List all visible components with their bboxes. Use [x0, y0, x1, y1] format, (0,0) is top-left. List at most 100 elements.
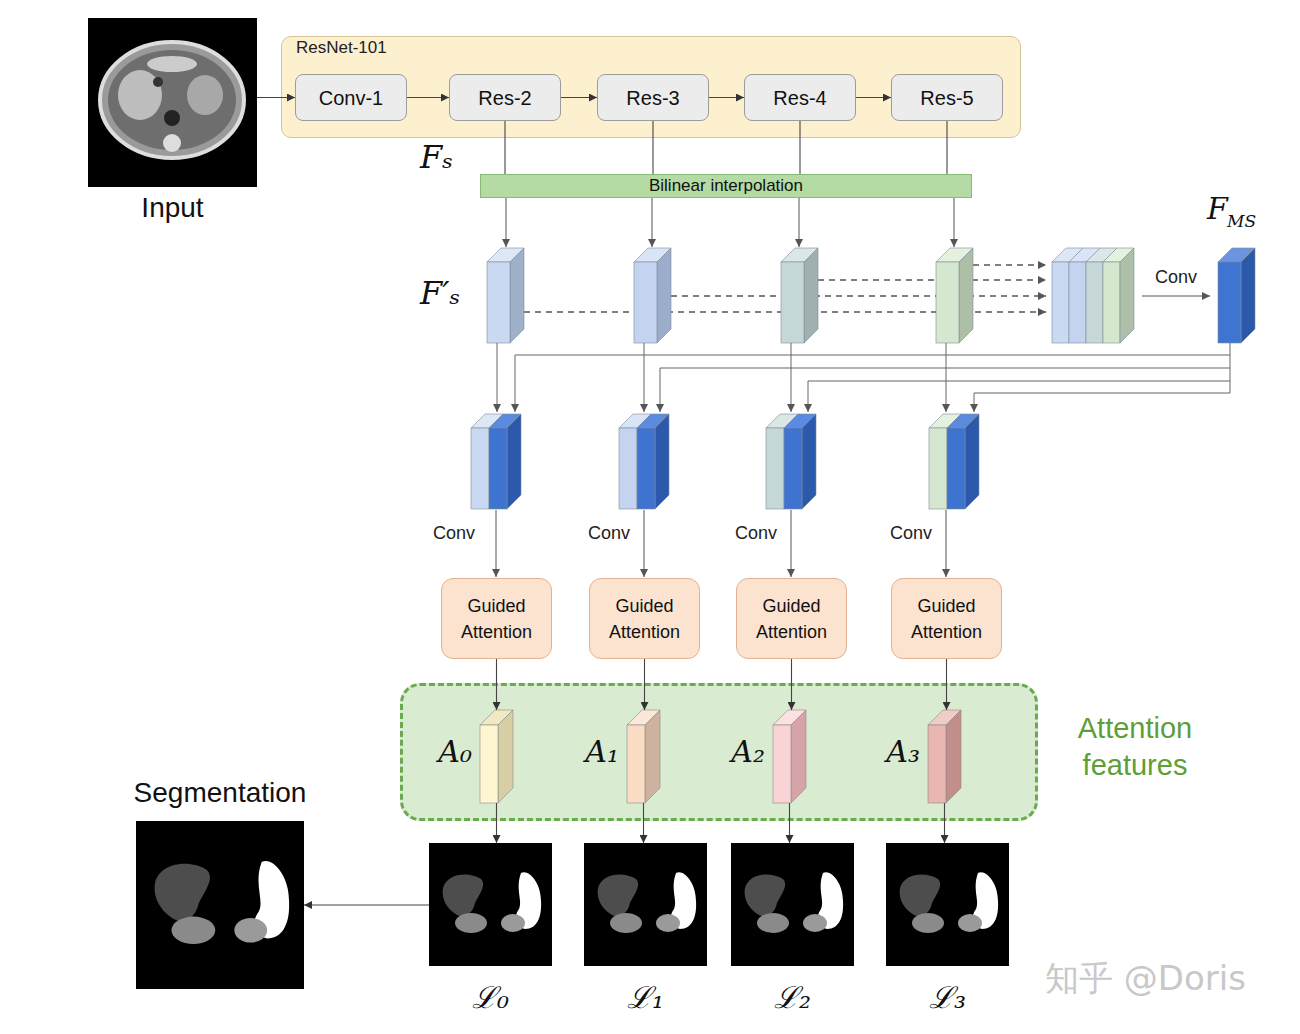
mri-spine	[163, 134, 181, 152]
concat-block	[471, 414, 521, 509]
watermark: 知乎 @Doris	[1045, 958, 1246, 999]
node-label: A₃	[868, 735, 920, 769]
segmentation-map	[429, 843, 552, 966]
segmentation-map	[136, 821, 304, 989]
feature-block	[936, 248, 973, 343]
block-side	[946, 710, 961, 803]
flow-line	[652, 198, 653, 247]
flow-line	[506, 198, 507, 247]
node-label: ℒ₂	[731, 980, 854, 1016]
flow-line	[791, 510, 792, 577]
block-shape	[773, 710, 806, 803]
concat-block	[619, 414, 669, 509]
mri-vessel	[153, 77, 163, 87]
fused-feature-block	[1218, 248, 1255, 343]
attention-module: Guided Attention	[736, 578, 847, 659]
flow-line	[496, 510, 497, 577]
attention-feature-block: A₂	[773, 710, 806, 803]
node-label: Bilinear interpolation	[649, 176, 803, 196]
segmentation-map	[584, 843, 707, 966]
node-label: Res-5	[920, 86, 973, 110]
node-label: Guided Attention	[442, 593, 551, 645]
wire	[644, 343, 645, 412]
flow-line	[946, 510, 947, 577]
concat-line	[671, 295, 1046, 296]
operation-label: Conv	[890, 523, 932, 545]
output-map: ℒ₀	[429, 843, 552, 966]
wire	[515, 355, 1230, 412]
node-label: ℒ₃	[886, 980, 1009, 1016]
flow-line	[644, 510, 645, 577]
concat-line	[973, 264, 1046, 265]
input-image: Input	[88, 18, 257, 187]
feature-block	[781, 248, 818, 343]
feature-block	[487, 248, 524, 343]
attention-module: Guided Attention	[589, 578, 700, 659]
mri-organ	[187, 75, 223, 115]
wire	[660, 368, 1230, 412]
flow-connector	[304, 904, 429, 905]
math-subscript: MS	[1227, 211, 1256, 231]
mri-organ	[147, 56, 197, 72]
mri-vessel	[164, 110, 180, 126]
attention-module: Guided Attention	[891, 578, 1002, 659]
mri-body	[100, 42, 244, 158]
block-shape	[627, 710, 660, 803]
attention-feature-block: A₀	[480, 710, 513, 803]
node-label: ℒ₁	[584, 980, 707, 1016]
output-map: ℒ₁	[584, 843, 707, 966]
node-label: Res-4	[773, 86, 826, 110]
math-symbol: F	[1207, 191, 1228, 227]
layer-box: Conv-1	[295, 74, 407, 121]
node-label: Res-3	[626, 86, 679, 110]
output-map: ℒ₃	[886, 843, 1009, 966]
layer-box: Res-5	[891, 74, 1003, 121]
feature-group: Attention featuresA₀A₁A₂A₃	[400, 683, 1038, 821]
layer-box: Res-4	[744, 74, 856, 121]
mri-background	[88, 18, 257, 187]
node-label: Res-2	[478, 86, 531, 110]
node-label: Guided Attention	[590, 593, 699, 645]
block-side	[498, 710, 513, 803]
block-side	[645, 710, 660, 803]
node-label: Attention features	[1055, 710, 1215, 784]
wire	[791, 343, 792, 412]
node-label: Input	[68, 190, 277, 226]
math-symbol: F′ₛ	[420, 274, 460, 312]
node-label: Guided Attention	[892, 593, 1001, 645]
layer-box: Res-3	[597, 74, 709, 121]
block-front	[480, 725, 498, 803]
block-front	[627, 725, 645, 803]
output-map: ℒ₂	[731, 843, 854, 966]
attention-module: Guided Attention	[441, 578, 552, 659]
wire	[946, 343, 947, 412]
node-label: Guided Attention	[737, 593, 846, 645]
segmentation-map	[731, 843, 854, 966]
operation-label: Conv	[433, 523, 475, 545]
block-shape	[928, 710, 961, 803]
node-label: A₀	[420, 735, 472, 769]
attention-feature-block: A₃	[928, 710, 961, 803]
flow-line	[799, 198, 800, 247]
node-label: Conv-1	[319, 86, 383, 110]
block-front	[928, 725, 946, 803]
concat-block	[929, 414, 979, 509]
block-side	[1120, 248, 1134, 343]
backbone-band: ResNet-101Conv-1 Res-2 Res-3 Res-4 Res-5	[281, 36, 1021, 138]
concat-block	[766, 414, 816, 509]
feature-block	[634, 248, 671, 343]
segmentation-output: Segmentation	[136, 821, 304, 989]
operation-label: Conv	[735, 523, 777, 545]
node-label: ResNet-101	[296, 38, 387, 58]
stack-slab	[1103, 248, 1134, 343]
operation-label: Conv	[1155, 267, 1197, 289]
mri-organ	[118, 70, 162, 120]
attention-feature-block: A₁	[627, 710, 660, 803]
wire	[974, 393, 1230, 412]
wire	[497, 343, 498, 412]
concat-line	[818, 279, 1046, 280]
node-label: Segmentation	[116, 775, 324, 811]
block-side	[791, 710, 806, 803]
